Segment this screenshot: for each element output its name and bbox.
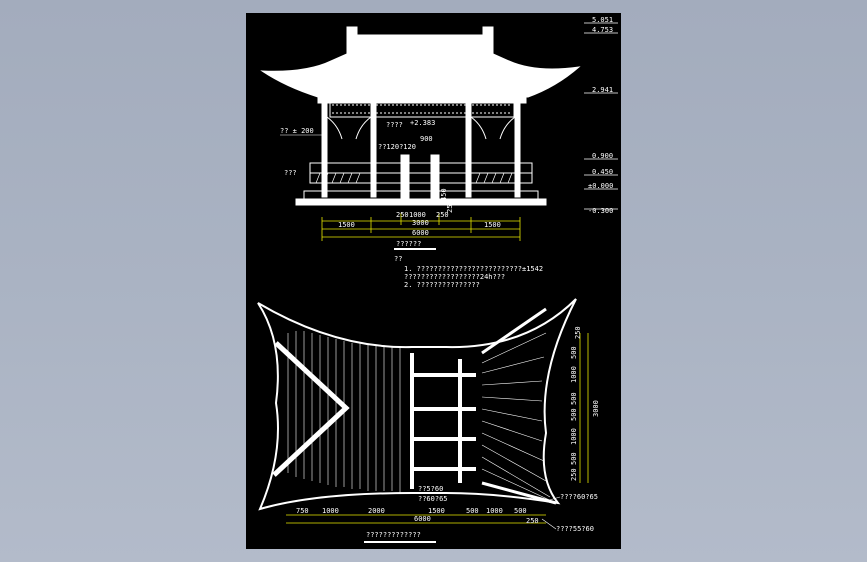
elev-dim-total: 6000 [412, 229, 429, 237]
column-2 [370, 96, 377, 198]
note-2: 2. ??????????????? [404, 281, 480, 289]
plan-dimension-lines [286, 333, 589, 524]
dim-250-right: 250 [446, 200, 454, 213]
level-2383: +2.383 [410, 119, 435, 127]
elevation-dimension-lines [321, 213, 521, 241]
elev-dim-top-3: 250 [436, 211, 449, 219]
beam-note: ???? [386, 121, 403, 129]
base-step [295, 198, 547, 206]
elev-dim-top-2: 1000 [409, 211, 426, 219]
plan-right-500c: 500 [570, 408, 578, 421]
elev-dim-mid-3: 1500 [484, 221, 501, 229]
cad-drawing: 250 1000 250 1500 3000 1500 6000 ?? ± 20… [257, 16, 618, 543]
note-1: 1. ?????????????????????????±1542 [404, 265, 543, 273]
rafter-label-b: ??60?65 [418, 495, 448, 503]
level-0450: 0.450 [592, 168, 613, 176]
plan-title: ????????????? [366, 531, 421, 539]
plan-right-250a: 250 [574, 326, 582, 339]
level-4753: 4.753 [592, 26, 613, 34]
plan-right-total: 3000 [592, 400, 600, 417]
roof-plan [257, 298, 577, 511]
ridge-end-left [346, 26, 358, 54]
plan-right-1000a: 1000 [570, 366, 578, 383]
plan-dim-750: 750 [296, 507, 309, 515]
drawing-sheet: 250 1000 250 1500 3000 1500 6000 ?? ± 20… [246, 13, 621, 549]
level-0900: 0.900 [592, 152, 613, 160]
entrance-post-right [430, 154, 440, 200]
elevation-title: ?????? [396, 240, 421, 248]
roof-body [260, 52, 581, 98]
plan-dim-total: 6000 [414, 515, 431, 523]
level-marks [584, 22, 618, 210]
pavilion-elevation [260, 26, 581, 206]
plan-dim-2000: 2000 [368, 507, 385, 515]
plan-right-250b: 250 [570, 468, 578, 481]
elev-dim-top-1: 250 [396, 211, 409, 219]
elev-dim-mid-2: 3000 [412, 219, 429, 227]
plan-right-500d: 500 [570, 452, 578, 465]
hip-left [272, 341, 350, 477]
plan-right-1000b: 1000 [570, 428, 578, 445]
plan-dim-1500: 1500 [428, 507, 445, 515]
plan-beams-right [410, 353, 476, 489]
level-neg-0300: -0.300 [588, 207, 613, 215]
column-4 [514, 96, 521, 198]
elev-dim-mid-1: 1500 [338, 221, 355, 229]
eave-band [317, 96, 527, 104]
notes-heading: ?? [394, 255, 402, 263]
column-spec: ??120?120 [378, 143, 416, 151]
level-zero: ±0.000 [588, 182, 613, 190]
column-1 [321, 96, 328, 198]
plan-dim-1000b: 1000 [486, 507, 503, 515]
dim-900: 900 [420, 135, 433, 143]
plinth [303, 190, 539, 200]
railing-balusters [315, 172, 521, 184]
arch-right [470, 116, 516, 140]
frieze-pattern [332, 104, 512, 114]
plan-right-500b: 500 [570, 392, 578, 405]
dim-450: 450 [440, 188, 448, 201]
plan-dim-1000a: 1000 [322, 507, 339, 515]
rafter-label-c: ????60?65 [560, 493, 598, 501]
plan-dim-corner: 250 [526, 517, 539, 525]
plan-right-500a: 500 [570, 346, 578, 359]
arch-left [326, 116, 372, 140]
hip-right [481, 307, 557, 505]
note-1-cont: ??????????????????24h??? [404, 273, 505, 281]
rafter-label-d: ????55?60 [556, 525, 594, 533]
plan-outline [257, 298, 577, 511]
rafter-label-a: ??5?60 [418, 485, 443, 493]
entrance-post-left [400, 154, 410, 200]
plan-dim-500b: 500 [514, 507, 527, 515]
base-label: ??? [284, 169, 297, 177]
ridge-end-right [482, 26, 494, 54]
level-5051: 5.051 [592, 16, 613, 24]
column-3 [465, 96, 472, 198]
level-2941: 2.941 [592, 86, 613, 94]
rail-height-label: ?? ± 200 [280, 127, 314, 135]
plan-dim-500a: 500 [466, 507, 479, 515]
